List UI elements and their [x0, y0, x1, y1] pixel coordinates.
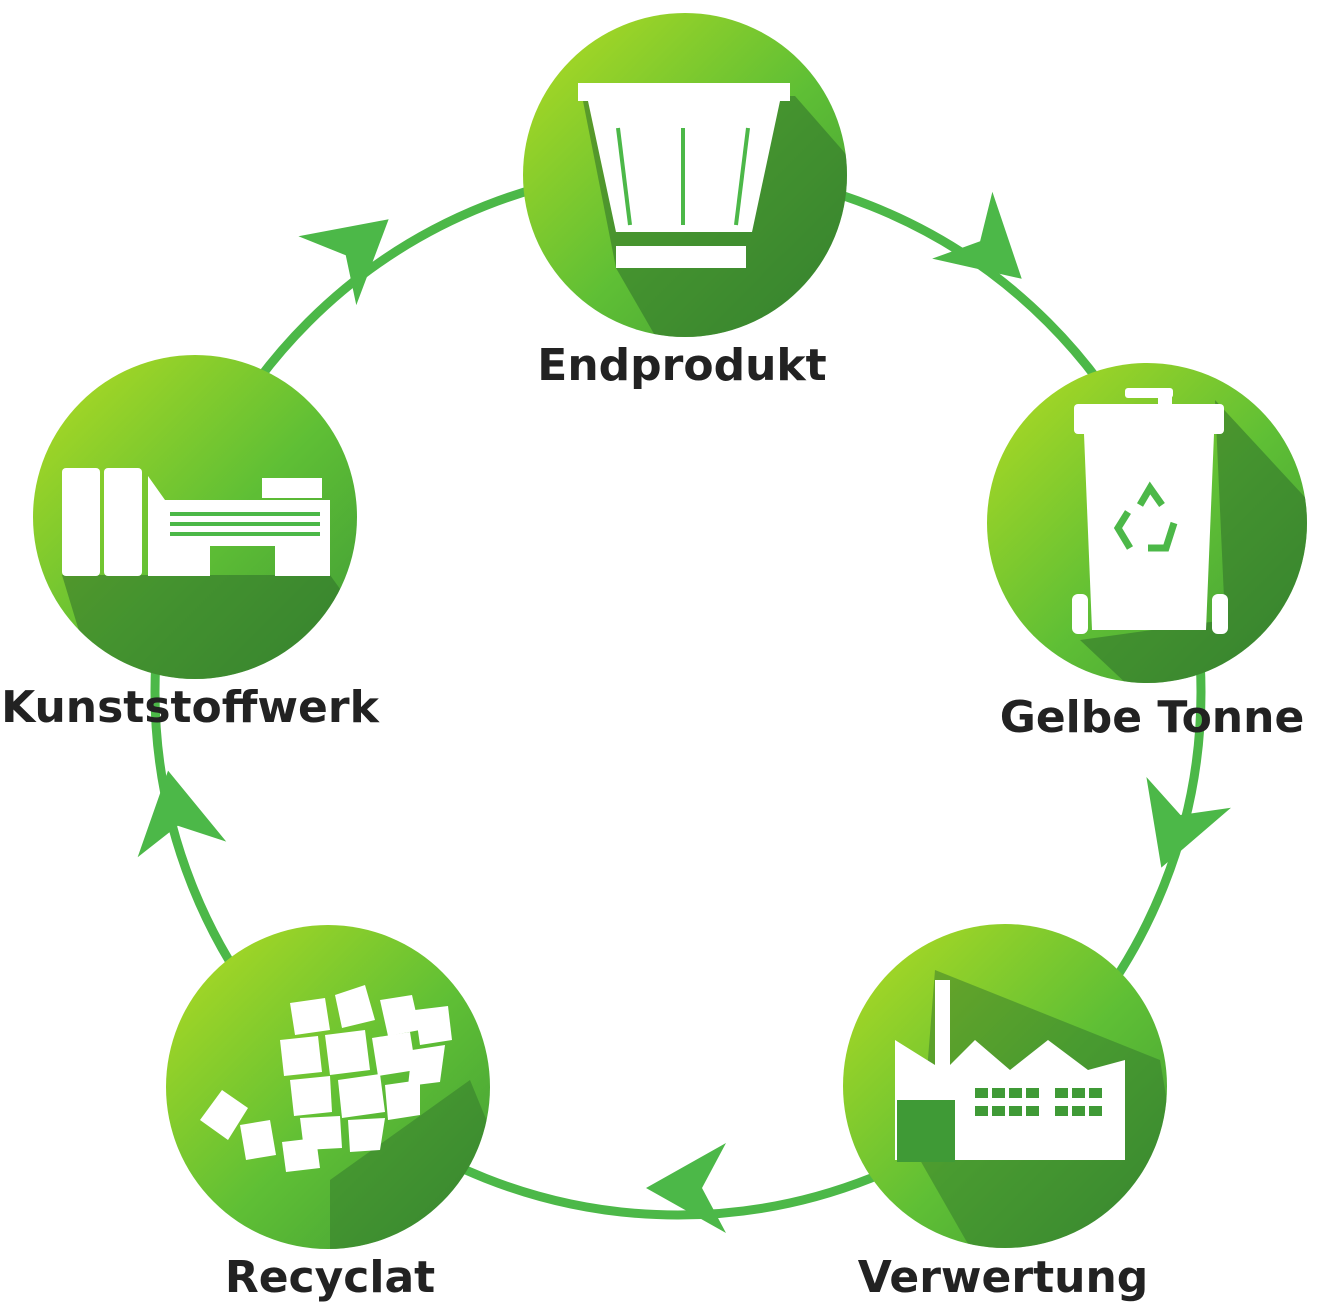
recycling-bin-icon [1072, 388, 1228, 634]
stage-label-verwertung: Verwertung [858, 1252, 1149, 1303]
arrow-icon [646, 1143, 726, 1233]
flakes-icon [200, 985, 452, 1172]
stage-label-gelbe-tonne: Gelbe Tonne [1000, 692, 1305, 743]
stage-label-kunststoffwerk: Kunststoffwerk [1, 682, 380, 733]
arrow-icon [137, 770, 227, 858]
stage-recyclat [166, 925, 490, 1249]
stage-label-recyclat: Recyclat [225, 1252, 435, 1303]
plant-icon [62, 468, 330, 576]
recycling-symbol-icon [1113, 481, 1178, 552]
bucket-icon [578, 83, 790, 268]
stage-kunststoffwerk [33, 355, 357, 679]
stage-label-endprodukt: Endprodukt [537, 340, 826, 391]
arrow-icon [932, 191, 1022, 279]
stage-verwertung [843, 924, 1167, 1248]
arrow-icon [1146, 777, 1231, 868]
arrow-icon [298, 219, 389, 306]
stage-endprodukt [523, 13, 847, 337]
stage-gelbe-tonne [987, 363, 1307, 683]
factory-icon [895, 980, 1125, 1162]
